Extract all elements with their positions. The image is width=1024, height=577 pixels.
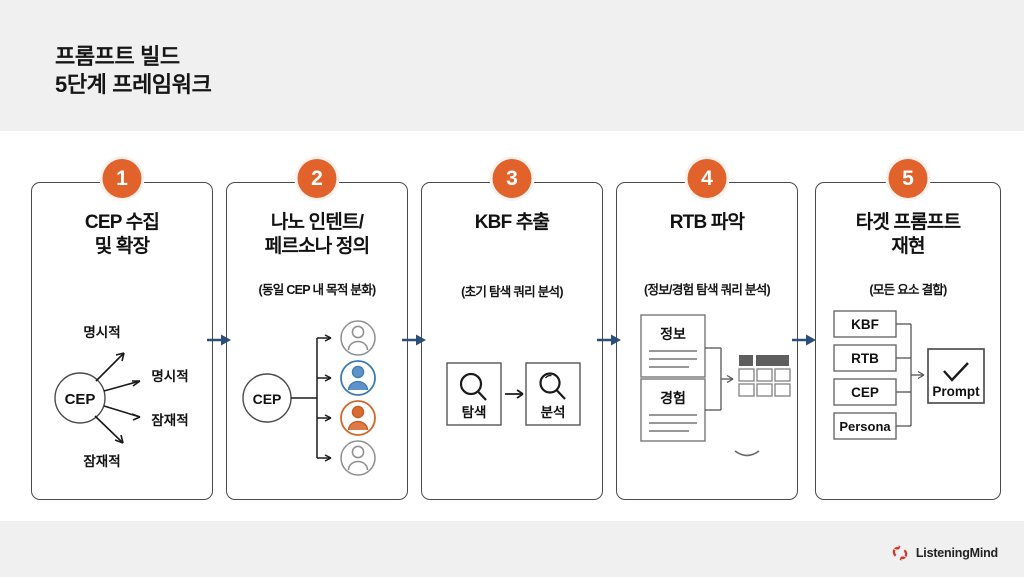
step-title-1: CEP 수집 및 확장 [84, 212, 160, 258]
persona-icon-gray-1 [340, 320, 376, 356]
svg-text:Prompt: Prompt [932, 384, 980, 399]
step-title-5: 타겟 프롬프트 재현 [855, 212, 961, 258]
svg-text:잠재적: 잠재적 [151, 412, 188, 428]
connector-arrow-3-to-4 [596, 330, 622, 350]
svg-text:CEP: CEP [253, 391, 282, 407]
footer-band [0, 521, 1024, 577]
svg-text:정보: 정보 [660, 326, 686, 342]
persona-icon-blue [340, 360, 376, 396]
step-subtitle-4: (정보/경험 탐색 쿼리 분석) [643, 283, 771, 297]
step-title-2: 나노 인텐트/ 페르소나 정의 [264, 212, 370, 258]
step-card-3[interactable]: 3 KBF 추출 (초기 탐색 쿼리 분석) 탐색 [421, 159, 603, 500]
magnifier-icon-analyze [539, 372, 566, 400]
step-card-1[interactable]: 1 CEP 수집 및 확장 CEP 명시적 명시적 [31, 159, 213, 500]
connector-arrow-1-to-2 [206, 330, 232, 350]
svg-text:RTB: RTB [851, 351, 879, 366]
input-box-persona: Persona [833, 412, 897, 440]
svg-text:Persona: Persona [839, 419, 891, 434]
magnifier-icon-search [459, 372, 487, 401]
svg-text:분석: 분석 [541, 405, 566, 420]
persona-icon-gray-2 [340, 440, 376, 476]
brand-name: ListeningMind [915, 546, 998, 560]
step-card-5[interactable]: 5 타겟 프롬프트 재현 (모든 요소 결합) KBF RTB [815, 159, 1001, 500]
svg-text:경험: 경험 [660, 390, 686, 406]
step-title-4: RTB 파악 [669, 212, 745, 233]
step-subtitle-5: (모든 요소 결합) [869, 283, 947, 297]
listeningmind-logo-icon [892, 545, 908, 561]
svg-text:CEP: CEP [65, 391, 96, 408]
svg-text:명시적: 명시적 [151, 368, 188, 384]
persona-icon-orange [340, 400, 376, 436]
connector-arrow-2-to-3 [401, 330, 427, 350]
input-box-kbf: KBF [833, 310, 897, 338]
step-figure-2-cep-personas: CEP [227, 303, 407, 491]
svg-text:CEP: CEP [851, 385, 879, 400]
framework-steps: 1 CEP 수집 및 확장 CEP 명시적 명시적 [0, 159, 1024, 500]
connector-arrow-4-to-5 [791, 330, 817, 350]
document-icon-info: 정보 [640, 314, 706, 378]
svg-text:KBF: KBF [851, 317, 879, 332]
output-box-prompt: Prompt [927, 348, 985, 404]
svg-text:잠재적: 잠재적 [83, 453, 120, 469]
step-badge-5: 5 [888, 159, 928, 198]
step-figure-3-search-analyze: 탐색 분석 [422, 303, 602, 491]
step-badge-1: 1 [102, 159, 142, 198]
step-card-2[interactable]: 2 나노 인텐트/ 페르소나 정의 (동일 CEP 내 목적 분화) CEP [226, 159, 408, 500]
step-subtitle-3: (초기 탐색 쿼리 분석) [461, 285, 563, 299]
step-figure-5-merge-to-prompt: KBF RTB CEP Persona [816, 303, 1000, 491]
input-box-rtb: RTB [833, 344, 897, 372]
page-title-line1: 프롬프트 빌드 [55, 44, 180, 69]
check-icon [943, 362, 969, 382]
step-title-3: KBF 추출 [474, 212, 550, 233]
svg-text:탐색: 탐색 [462, 405, 487, 420]
header-band [0, 0, 1024, 131]
step-card-4[interactable]: 4 RTB 파악 (정보/경험 탐색 쿼리 분석) 정보 [616, 159, 798, 500]
page-title: 프롬프트 빌드 5단계 프레임워크 [55, 43, 212, 99]
brand-logo: ListeningMind [891, 545, 998, 561]
step-badge-4: 4 [687, 159, 727, 198]
page-title-line2: 5단계 프레임워크 [55, 72, 212, 98]
step-badge-2: 2 [297, 159, 337, 198]
curve-mark [734, 450, 760, 457]
step-subtitle-2: (동일 CEP 내 목적 분화) [258, 283, 377, 297]
svg-text:명시적: 명시적 [83, 324, 120, 340]
step-badge-3: 3 [492, 159, 532, 198]
step-figure-1-cep-fanout: CEP 명시적 명시적 잠재적 잠재적 [32, 303, 212, 491]
document-icon-experience: 경험 [640, 378, 706, 442]
input-box-cep: CEP [833, 378, 897, 406]
table-grid-icon [738, 355, 791, 397]
step-figure-4-docs-to-table: 정보 경험 [617, 303, 797, 491]
